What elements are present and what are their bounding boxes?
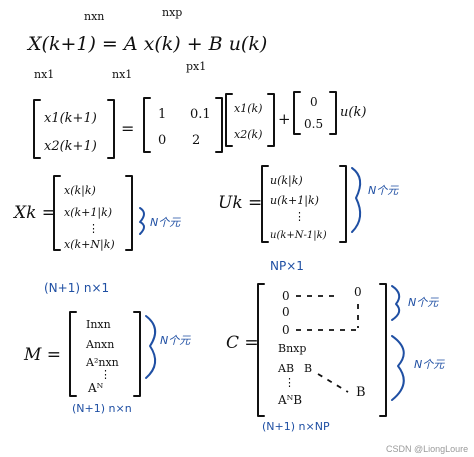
C-row4-mid: B [304,362,312,375]
lhs-bracket-left [33,99,41,159]
Xk-item-1: x(k|k) [64,184,96,198]
M-bracket-right [133,311,141,397]
M-dim: (N+1) n×n [72,402,132,415]
M-brace [145,315,157,379]
Uk-item-4: u(k+N-1|k) [270,230,327,241]
C-label: C = [226,333,259,353]
x-bracket-right [267,93,275,147]
A-12: 0.1 [190,107,211,122]
B-entry-1: 0 [310,95,318,109]
u-term: u(k) [340,105,366,120]
C-matrix: C = 0 0 0 0 Bnxp AB B ⋮ AᴺB B N个元 N个元 (N… [226,283,445,433]
Xk-bracket-right [125,175,133,251]
C-brace-top [391,285,401,321]
Uk-note: N个元 [368,184,399,197]
eq1-main: X(k+1) = A x(k) + B u(k) [26,33,267,55]
A-22: 2 [192,133,200,148]
Xk-item-4: x(k+N|k) [64,238,115,252]
eq1-sup-nxn: nxn [84,10,104,23]
C-row0-left: 0 [282,289,290,303]
Xk-note: N个元 [150,216,181,229]
eq1-sup-nxp: nxp [162,6,182,19]
Xk-dim: (N+1) n×1 [44,281,109,295]
M-item-4: ⋮ [100,368,111,381]
Uk-item-2: u(k+1|k) [270,194,319,208]
C-row6-right: B [356,385,366,400]
Xk-label: Xk = [12,203,56,223]
C-row3-left: Bnxp [278,342,306,355]
lhs-entry-2: x2(k+1) [44,139,97,154]
eq1-sub-px1: px1 [186,60,206,73]
Xk-item-2: x(k+1|k) [64,206,112,220]
C-note-top: N个元 [408,296,439,309]
C-dash-diagonal [317,373,349,393]
state-equation: nxn nxp X(k+1) = A x(k) + B u(k) nx1 nx1… [26,6,267,81]
M-bracket-left [69,311,77,397]
C-dim: (N+1) n×NP [262,420,330,433]
C-note-bottom: N个元 [414,358,445,371]
Xk-bracket-left [53,175,61,251]
C-bracket-left [257,283,265,417]
Uk-item-3: ⋮ [294,210,305,223]
A-11: 1 [158,107,166,122]
lhs-bracket-right [107,99,115,159]
matrix-equation: x1(k+1) x2(k+1) = 1 0.1 0 2 x1(k) x2(k) … [33,91,366,159]
Xk-item-3: ⋮ [88,222,99,235]
Uk-bracket-right [339,165,347,243]
C-row0-right: 0 [354,285,362,299]
M-note: N个元 [160,334,191,347]
x-entry-1: x1(k) [234,102,262,115]
B-entry-2: 0.5 [304,117,323,131]
B-bracket-right [329,91,337,135]
Uk-vector: Uk = u(k|k) u(k+1|k) ⋮ u(k+N-1|k) N个元 NP… [218,165,399,273]
A-bracket-left [143,97,151,153]
M-label: M = [23,345,61,365]
C-row6-left: AᴺB [277,393,302,407]
Xk-vector: Xk = x(k|k) x(k+1|k) ⋮ x(k+N|k) N个元 (N+1… [12,175,181,295]
eq1-sub-nx1-a: nx1 [34,68,54,81]
Uk-dim: NP×1 [270,259,304,273]
x-entry-2: x2(k) [234,128,262,141]
C-row2-left: 0 [282,323,290,337]
eq1-sub-nx1-b: nx1 [112,68,132,81]
C-brace-bottom [391,335,405,401]
M-item-3: A²nxn [85,356,119,369]
eq2-equals: = [121,119,134,138]
C-bracket-right [379,283,387,417]
M-item-1: Inxn [86,318,111,331]
Uk-item-1: u(k|k) [270,174,303,188]
C-row4-left: AB [277,362,294,375]
A-bracket-right [215,97,223,153]
Uk-label: Uk = [218,193,262,213]
A-21: 0 [158,133,166,148]
M-item-5: Aᴺ [87,381,104,395]
x-bracket-left [225,93,233,147]
M-item-2: Anxn [85,338,114,351]
watermark: CSDN @LiongLoure [386,444,468,454]
Uk-brace [351,167,362,233]
Xk-brace [139,207,145,235]
Uk-bracket-left [261,165,269,243]
B-bracket-left [293,91,301,135]
lhs-entry-1: x1(k+1) [44,111,97,126]
eq2-plus: + [278,110,291,128]
C-row5-left: ⋮ [284,376,295,389]
M-matrix: M = Inxn Anxn A²nxn ⋮ Aᴺ N个元 (N+1) n×n [23,311,191,415]
C-row1-left: 0 [282,305,290,319]
